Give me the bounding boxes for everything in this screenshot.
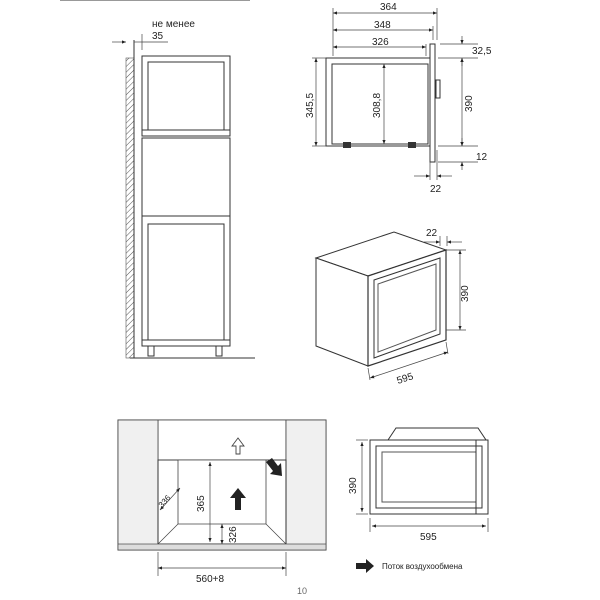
min-gap-note: не менее xyxy=(152,19,195,30)
dim-390-front: 390 xyxy=(348,477,359,494)
middle-cabinet xyxy=(141,137,231,217)
dim-326: 326 xyxy=(372,37,389,48)
dim-22-iso: 22 xyxy=(426,228,438,239)
front-panel xyxy=(429,43,436,163)
dim-390-iso: 390 xyxy=(460,285,471,302)
wall-hatch xyxy=(125,57,135,359)
dim-32-5: 32,5 xyxy=(472,46,492,57)
airflow-in-arrow xyxy=(230,488,246,510)
legend-arrow-icon xyxy=(356,559,374,573)
isometric-drawing: 22 390 595 xyxy=(314,228,471,387)
dim-12: 12 xyxy=(476,152,488,163)
dim-348: 348 xyxy=(374,20,391,31)
dim-365: 365 xyxy=(196,495,207,512)
dim-560-8: 560+8 xyxy=(196,574,225,585)
min-gap-value: 35 xyxy=(152,31,164,42)
dim-364: 364 xyxy=(380,2,397,13)
side-section-drawing: 364 348 326 345,5 308,8 32,5 390 xyxy=(305,2,492,195)
dim-22-side: 22 xyxy=(430,184,442,195)
legend-airflow-label: Поток воздухообмена xyxy=(382,562,463,571)
column-drawing: не менее 35 xyxy=(60,0,255,359)
airflow-vent-arrow xyxy=(266,458,282,476)
airflow-out-arrow xyxy=(231,437,245,455)
legend: Поток воздухообмена xyxy=(356,559,463,573)
niche-drawing: 336 365 326 560+8 xyxy=(117,419,327,585)
dim-595-iso: 595 xyxy=(396,371,416,387)
dim-308-8: 308,8 xyxy=(372,93,383,118)
dim-390-side: 390 xyxy=(464,95,475,112)
dim-595-front: 595 xyxy=(420,532,437,543)
front-view-drawing: 390 595 xyxy=(348,427,489,543)
dim-326-niche: 326 xyxy=(228,526,239,543)
dim-345-5: 345,5 xyxy=(305,93,316,118)
door-handle xyxy=(435,79,441,99)
page-number: 10 xyxy=(297,586,307,596)
